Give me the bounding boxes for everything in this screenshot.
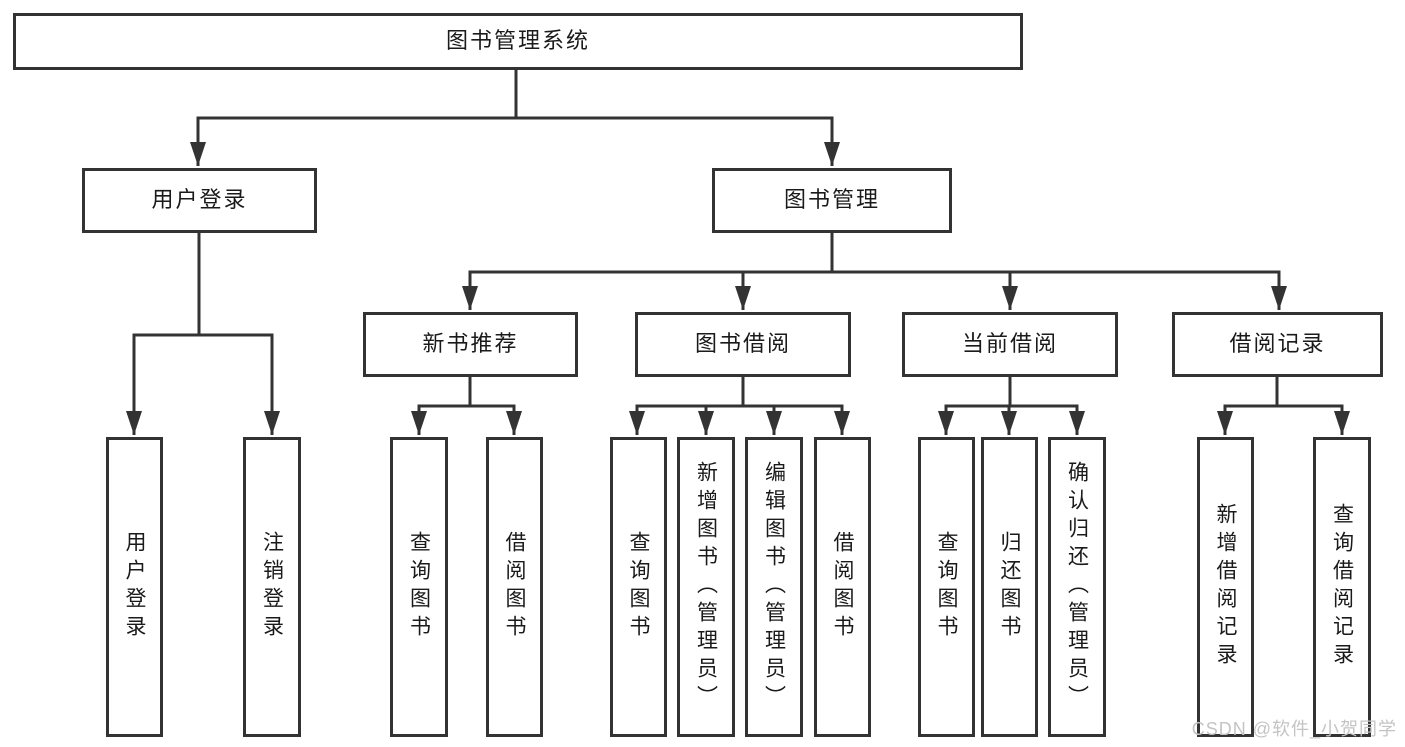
- node-borrow-books: 借阅图书: [814, 437, 871, 737]
- node-borrow-books-newbook: 借阅图书: [486, 437, 543, 737]
- connector-bookborrow-bus: [635, 375, 844, 408]
- csdn-watermark: CSDN @软件_小贺同学: [1191, 719, 1397, 739]
- node-new-book-recommend: 新书推荐: [363, 312, 578, 377]
- connector-borrowrecord-bus: [1223, 375, 1344, 408]
- node-confirm-return-admin: 确认归还（管理员）: [1048, 437, 1106, 737]
- connector-newbook-bus: [417, 375, 516, 408]
- node-user-login: 用户登录: [106, 437, 163, 737]
- connector-root-to-level2: [196, 68, 834, 120]
- node-query-books-current: 查询图书: [918, 437, 975, 737]
- node-add-books-admin: 新增图书（管理员）: [677, 437, 735, 737]
- node-logout: 注销登录: [243, 437, 301, 737]
- node-query-books-newbook: 查询图书: [390, 437, 448, 737]
- node-return-books: 归还图书: [981, 437, 1038, 737]
- connector-userlogin-bus: [132, 231, 274, 337]
- node-add-borrow-record: 新增借阅记录: [1197, 437, 1254, 737]
- node-user-login-group: 用户登录: [82, 168, 317, 233]
- node-query-books-borrow: 查询图书: [610, 437, 667, 737]
- node-library-management-system: 图书管理系统: [13, 13, 1023, 70]
- node-edit-books-admin: 编辑图书（管理员）: [745, 437, 803, 737]
- connector-bookmgmt-to-level3: [468, 231, 1281, 274]
- node-book-borrowing: 图书借阅: [635, 312, 851, 377]
- node-borrowing-records: 借阅记录: [1172, 312, 1383, 377]
- node-current-borrowing: 当前借阅: [902, 312, 1118, 377]
- connector-currentborrow-bus: [944, 375, 1079, 408]
- node-query-borrow-record: 查询借阅记录: [1313, 437, 1371, 737]
- node-book-management: 图书管理: [712, 168, 952, 233]
